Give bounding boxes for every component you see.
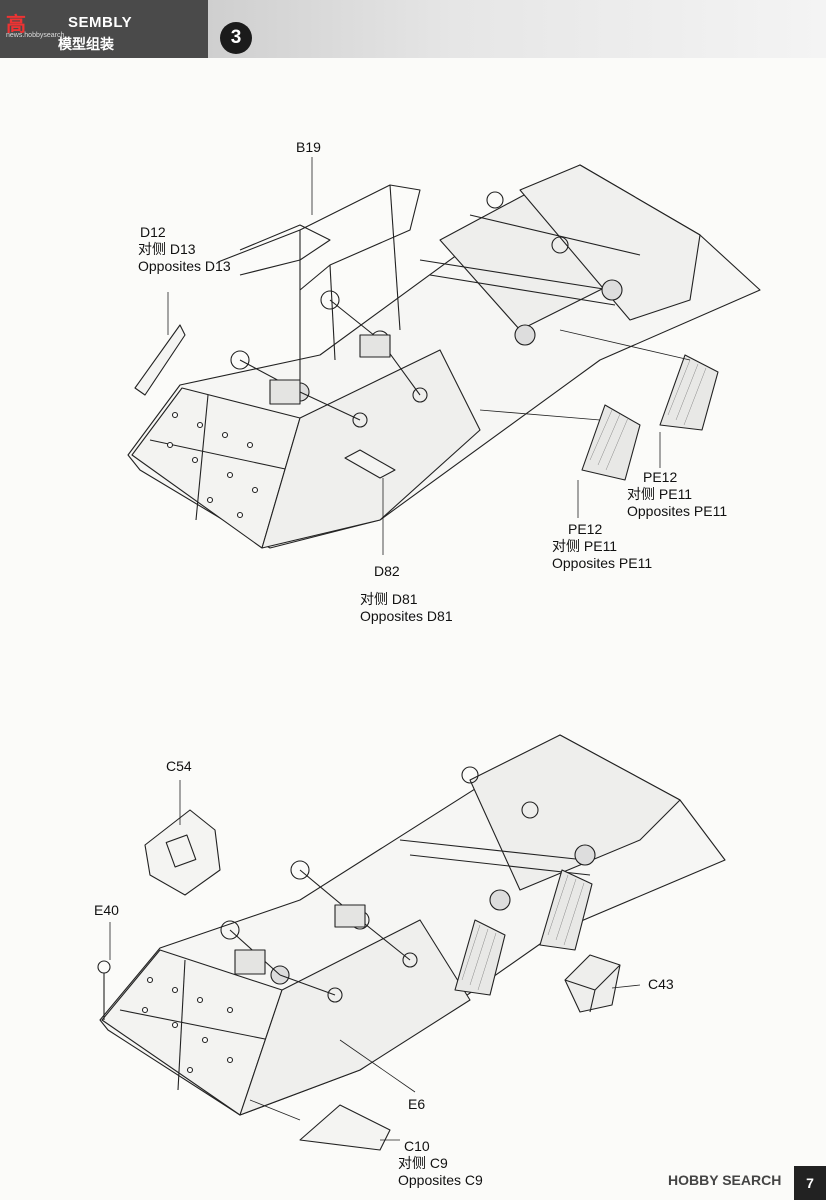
- top-part-d82: [344, 449, 396, 479]
- part-opposite-en: Opposites C9: [398, 1172, 483, 1188]
- step-number-badge: 3: [220, 22, 252, 54]
- part-opposite-en: Opposites PE11: [552, 555, 653, 571]
- top-part-d12: [134, 324, 186, 396]
- callout-d12: D12 对侧 D13 Opposites D13: [138, 224, 231, 275]
- top-frame: [217, 184, 421, 291]
- callout-c54: C54: [166, 758, 192, 775]
- top-hull-assembly: [127, 157, 761, 555]
- top-leader-lines: [167, 157, 691, 555]
- bottom-hull-assembly: [97, 734, 726, 1151]
- bottom-suspension: [220, 860, 418, 1003]
- logo-subtext: news.hobbysearch: [6, 32, 65, 39]
- part-opposite-en: Opposites PE11: [627, 503, 728, 519]
- top-suspension: [230, 290, 428, 428]
- callout-e6: E6: [408, 1096, 425, 1113]
- top-rollers: [419, 191, 641, 346]
- part-label: B19: [296, 139, 321, 155]
- part-label: C43: [648, 976, 674, 992]
- part-label: D82: [374, 563, 400, 579]
- part-label: PE12: [568, 521, 603, 537]
- header-dark-band: [0, 0, 208, 58]
- assembly-label: SEMBLY: [68, 14, 133, 31]
- header-light-band: [208, 0, 826, 58]
- part-opposite-en: Opposites D81: [360, 608, 453, 624]
- callout-pe12-left: PE12 对侧 PE11 Opposites PE11: [552, 521, 652, 572]
- part-label: C10: [404, 1138, 430, 1154]
- callout-d82: D82: [374, 563, 400, 580]
- page-header: 高 news.hobbysearch SEMBLY 模型组装 3: [0, 0, 826, 62]
- callout-e40: E40: [94, 902, 119, 919]
- site-logo: 高 news.hobbysearch: [2, 2, 66, 40]
- part-label: E6: [408, 1096, 426, 1112]
- part-label: C54: [166, 758, 192, 774]
- part-opposite-cn: 对侧 PE11: [627, 486, 693, 502]
- callout-b19: B19: [296, 139, 321, 156]
- callout-d82-opposite: 对侧 D81 Opposites D81: [360, 591, 453, 625]
- part-opposite-cn: 对侧 C9: [398, 1155, 448, 1171]
- logo-text: 高: [6, 14, 27, 36]
- bottom-side-plate: [239, 919, 471, 1116]
- callout-c10: C10 对侧 C9 Opposites C9: [398, 1138, 483, 1189]
- assembly-label-cn: 模型组装: [58, 36, 114, 52]
- hobby-search-watermark: HOBBY SEARCH: [668, 1172, 782, 1188]
- part-opposite-cn: 对侧 D13: [138, 241, 196, 257]
- part-opposite-cn: 对侧 PE11: [552, 538, 618, 554]
- part-label: D12: [140, 224, 166, 240]
- bottom-rear-deck: [469, 734, 681, 891]
- part-label: E40: [94, 902, 119, 918]
- part-label: PE12: [643, 469, 678, 485]
- bottom-rollers: [399, 766, 596, 911]
- top-part-pe12-b: [659, 354, 719, 431]
- bottom-glacis-bolts: [141, 976, 234, 1074]
- bottom-part-c43: [564, 954, 621, 1013]
- bottom-part-c54: [144, 809, 221, 896]
- part-opposite-cn: 对侧 D81: [360, 591, 418, 607]
- bottom-part-e40: [97, 960, 111, 1020]
- page-number: 7: [794, 1166, 826, 1200]
- bottom-leader-lines: [109, 780, 641, 1141]
- callout-pe12-right: PE12 对侧 PE11 Opposites PE11: [627, 469, 727, 520]
- top-glacis-bolts: [166, 411, 259, 519]
- bottom-part-c10: [299, 1104, 391, 1151]
- callout-c43: C43: [648, 976, 674, 993]
- part-opposite-en: Opposites D13: [138, 258, 231, 274]
